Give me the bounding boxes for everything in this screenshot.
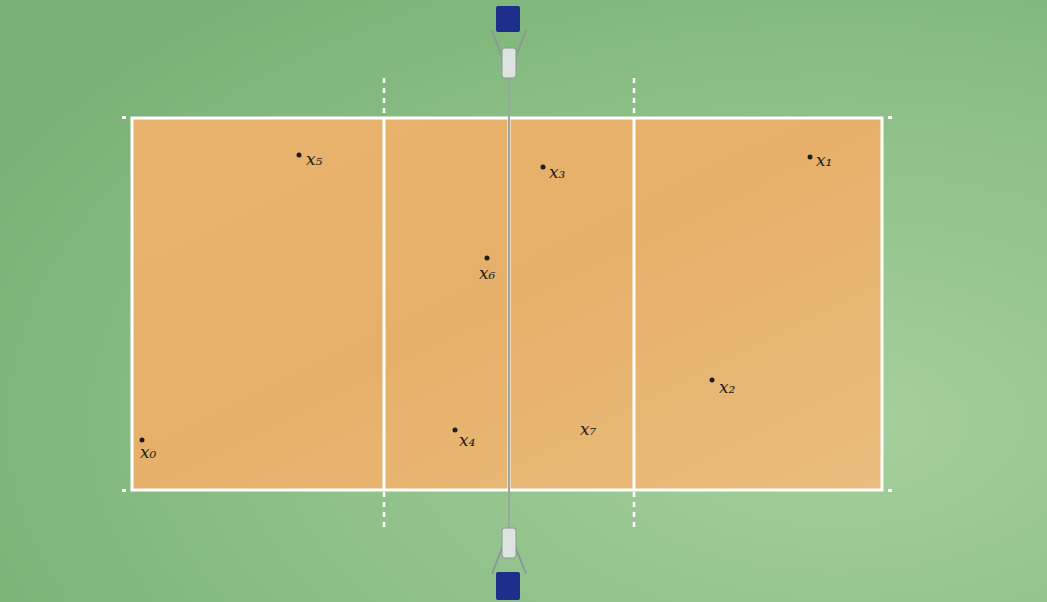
- point-dots: [140, 153, 813, 443]
- point-label: x₀: [140, 444, 156, 461]
- point-label: x₇: [580, 421, 596, 438]
- point-label: x₃: [549, 164, 565, 181]
- point-label: x₁: [816, 152, 832, 169]
- corner-marks: [122, 116, 892, 492]
- net-post-top: [492, 6, 526, 78]
- point-label: x₂: [719, 379, 735, 396]
- court-floor: [131, 117, 883, 491]
- net: [508, 60, 510, 545]
- point-label: x₆: [479, 265, 495, 282]
- point-label: x₄: [459, 432, 475, 449]
- point-label: x₅: [306, 151, 322, 168]
- court-lines: [132, 118, 882, 490]
- net-post-bottom: [492, 528, 526, 600]
